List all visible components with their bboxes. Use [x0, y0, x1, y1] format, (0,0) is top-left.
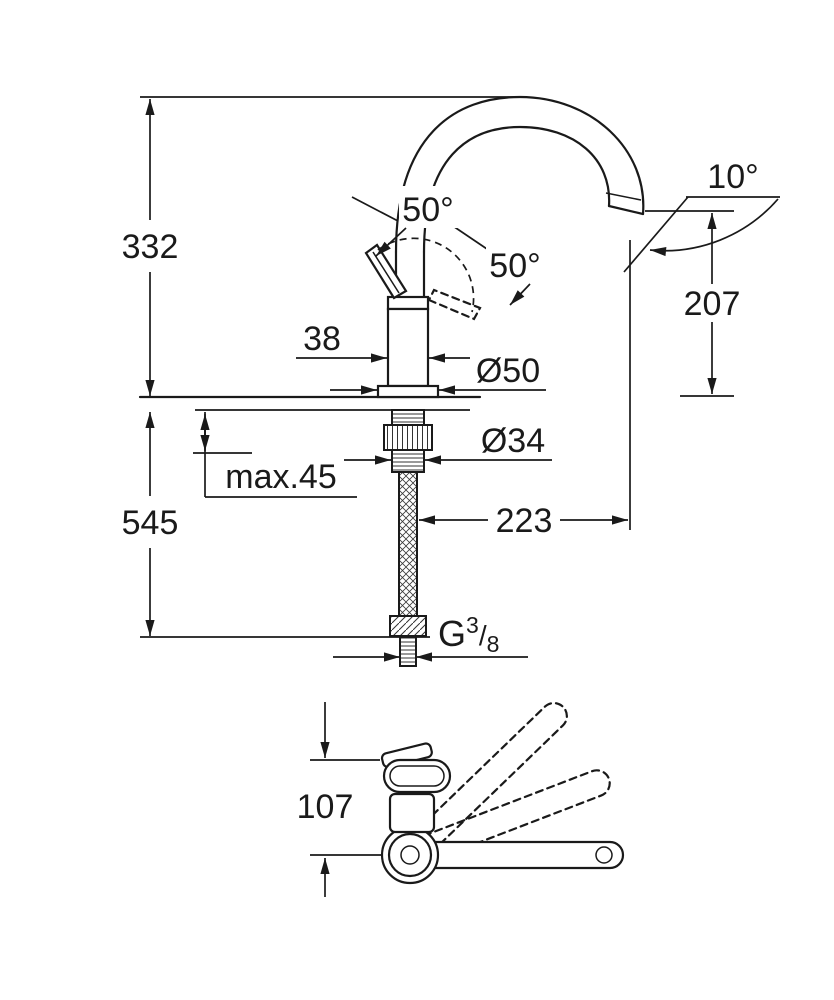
dimension-107: 107 — [297, 702, 381, 897]
body-outer-circle — [380, 825, 440, 885]
angle-50-top-label: 50° — [402, 191, 453, 229]
handle-escutcheon-top-view — [388, 792, 436, 834]
lever-handle-dashed — [427, 288, 482, 321]
spout-swivel-dashed-2 — [414, 702, 568, 852]
faucet-side-view — [138, 95, 645, 667]
spout-inner-curve — [422, 125, 611, 254]
dimension-38: 38 — [296, 320, 470, 363]
mounting-nut — [383, 424, 433, 451]
aerator-ring-line — [605, 192, 642, 201]
dimension-223: 223 — [419, 240, 631, 540]
thread-g38-annotation: G3/8 — [333, 612, 528, 662]
body-inner-circle — [387, 832, 433, 878]
spout-swivel-dashed-1 — [422, 769, 611, 862]
dim-332-label: 332 — [122, 228, 179, 266]
aerator-face-line — [607, 204, 645, 216]
angle-50-top-annotation: 50° — [351, 186, 488, 257]
angle-50-bottom-annotation: 50° — [486, 242, 546, 306]
lever-handle-detail-line — [372, 251, 400, 294]
angle-10-annotation: 10° — [623, 158, 780, 273]
dimension-207: 207 — [645, 210, 741, 397]
spout-top-view — [428, 840, 625, 870]
dimension-dia34: Ø34 — [344, 422, 552, 465]
faucet-bottom-view — [380, 702, 625, 885]
thread-g38-label: G3/8 — [438, 612, 499, 657]
dim-max45-label: max.45 — [225, 458, 337, 496]
dim-207-label: 207 — [684, 285, 741, 323]
faucet-body — [386, 307, 430, 388]
dimension-dia50: Ø50 — [330, 352, 546, 395]
dim-dia50-label: Ø50 — [476, 352, 540, 390]
angle-10-label: 10° — [707, 158, 758, 196]
dimension-545: 545 — [122, 412, 430, 638]
dimension-332: 332 — [122, 96, 522, 396]
supply-hose — [398, 471, 418, 617]
dimension-max45: max.45 — [193, 412, 357, 498]
angle-50-bottom-label: 50° — [489, 247, 540, 285]
spout-tip-detail — [595, 846, 613, 864]
base-flange — [376, 384, 440, 399]
handle-swing-arc — [377, 237, 475, 313]
handle-lever-top-view — [382, 758, 452, 794]
dim-545-label: 545 — [122, 504, 179, 542]
hose-end-fitting — [389, 615, 427, 637]
body-hub-circle — [400, 845, 420, 865]
hose-thread-tail — [399, 635, 417, 667]
dim-107-label: 107 — [297, 788, 354, 826]
dim-223-label: 223 — [496, 502, 553, 540]
dim-dia34-label: Ø34 — [481, 422, 545, 460]
handle-lever-inner-contour — [389, 765, 445, 787]
dim-38-label: 38 — [303, 320, 341, 358]
